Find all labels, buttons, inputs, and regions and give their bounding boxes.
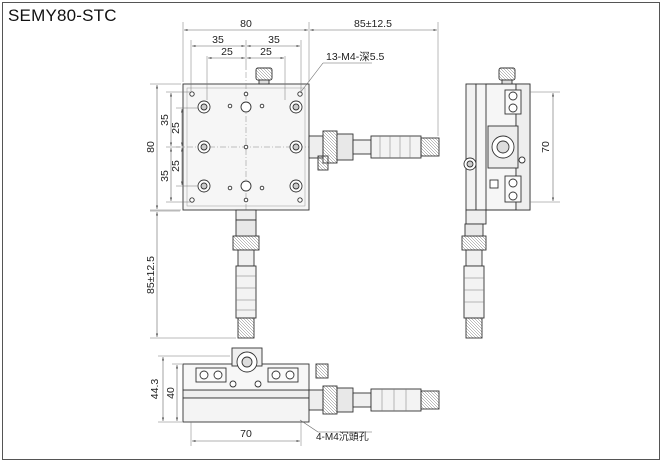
side-view: 70 [461,67,560,339]
dim-top-width: 80 [240,18,252,30]
dim-top-travel: 85±12.5 [354,18,392,30]
dim-left-height: 80 [145,141,157,153]
model-title: SEMY80-STC [8,6,117,25]
tap-hole-note: 13-M4-深5.5 [326,51,385,63]
drawing-frame [2,2,660,460]
dim-top-inner-right: 25 [260,46,272,58]
dim-left-half-bottom: 35 [159,170,171,182]
dim-vertical-travel: 85±12.5 [145,256,157,294]
dim-left-half-top: 35 [159,114,171,126]
dim-top-half-left: 35 [212,34,224,46]
micrometer-y [232,209,260,339]
dim-left-inner-bottom: 25 [170,160,182,172]
dim-front-total-height: 44.3 [149,379,161,400]
dim-front-height: 40 [165,387,177,399]
mounting-holes [189,91,303,203]
dim-top-inner-left: 25 [221,46,233,58]
micrometer-x [308,130,440,164]
dim-left-inner-top: 25 [170,122,182,134]
dim-side-height: 70 [540,141,552,153]
front-view: 44.3 40 70 4-M4沉頭孔 [149,347,440,446]
counterbore-holes [197,100,303,193]
dim-top-half-right: 35 [268,34,280,46]
lock-screw [255,67,273,85]
dim-front-width: 70 [240,428,252,440]
top-view: 80 85±12.5 35 35 25 25 13-M4-深5.5 80 35 … [145,18,440,339]
counterbore-note: 4-M4沉頭孔 [316,430,369,443]
